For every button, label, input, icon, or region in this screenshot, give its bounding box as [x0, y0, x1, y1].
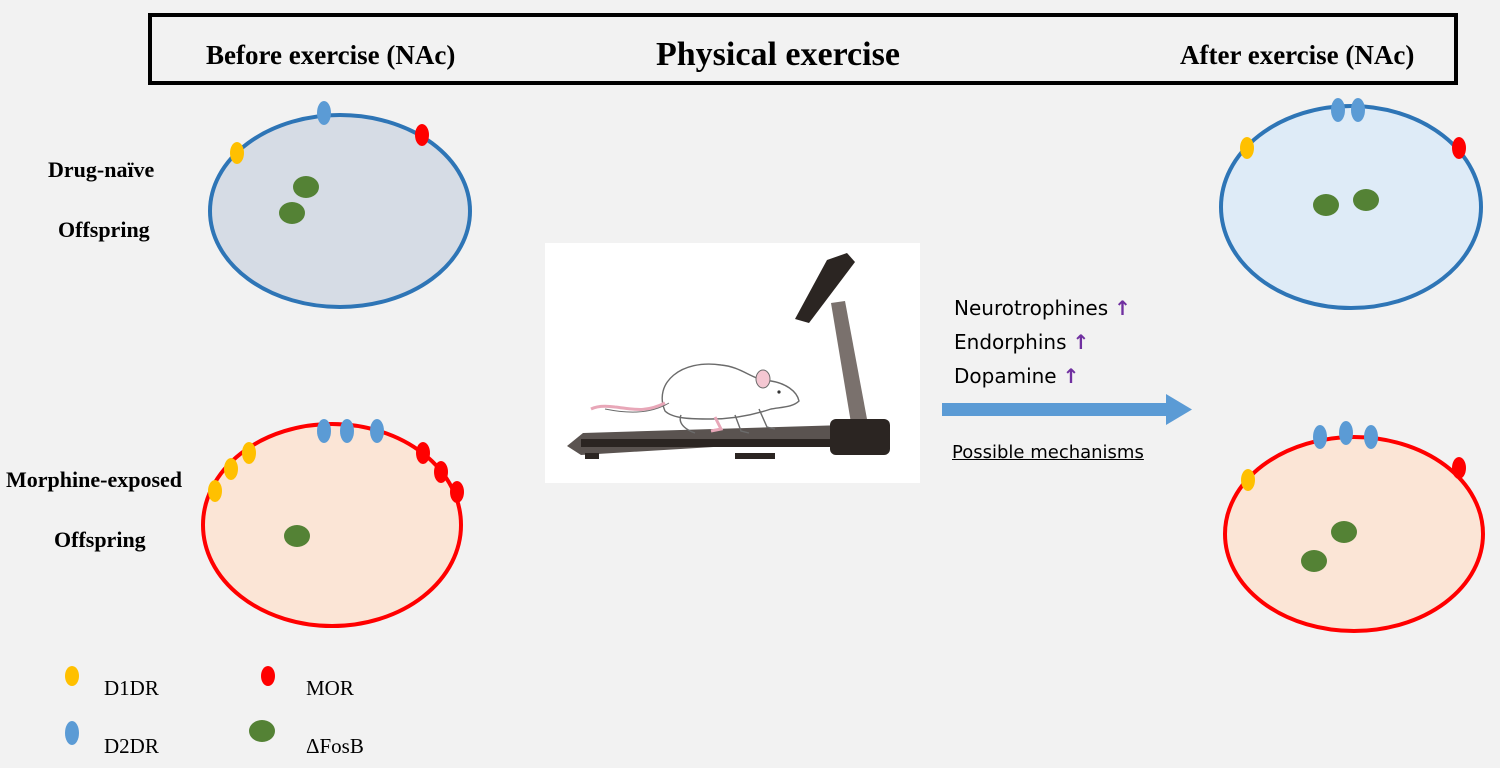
d1dr-receptor — [1240, 137, 1254, 159]
cell-membrane — [1219, 104, 1483, 310]
mechanism-label: Dopamine — [954, 364, 1057, 388]
mechanism-label: Neurotrophines — [954, 296, 1109, 320]
mor-receptor — [416, 442, 430, 464]
legend-fosb-marker — [249, 720, 275, 742]
cell-membrane — [201, 422, 463, 628]
physical-exercise-title: Physical exercise — [656, 36, 900, 73]
legend-mor-label: MOR — [306, 676, 354, 700]
increase-arrow-icon: ↑ — [1114, 296, 1131, 320]
d1dr-receptor — [1241, 469, 1255, 491]
fosb-marker — [279, 202, 305, 224]
d2dr-receptor — [1331, 98, 1345, 122]
d2dr-receptor — [317, 419, 331, 443]
naive-group-label-line1: Drug-naïve — [48, 157, 155, 182]
treadmill-illustration — [545, 243, 920, 483]
legend — [65, 666, 275, 745]
d2dr-receptor — [317, 101, 331, 125]
morphine-group-label-line1: Morphine-exposed — [6, 467, 182, 492]
d2dr-receptor — [1364, 425, 1378, 449]
fosb-marker — [1301, 550, 1327, 572]
fosb-marker — [284, 525, 310, 547]
legend-d2dr-label: D2DR — [104, 734, 159, 758]
cell-morphine-before — [201, 419, 464, 628]
mechanism-neurotrophines: Neurotrophines↑ — [954, 296, 1131, 320]
cell-naive-before — [208, 101, 472, 309]
mechanism-dopamine: Dopamine↑ — [954, 364, 1079, 388]
d2dr-receptor — [370, 419, 384, 443]
legend-d1dr-marker — [65, 666, 79, 686]
legend-d2dr-marker — [65, 721, 79, 745]
possible-mechanisms-caption: Possible mechanisms — [952, 442, 1144, 463]
fosb-marker — [293, 176, 319, 198]
d1dr-receptor — [224, 458, 238, 480]
legend-d1dr-label: D1DR — [104, 676, 159, 700]
mor-receptor — [415, 124, 429, 146]
legend-mor-marker — [261, 666, 275, 686]
mor-receptor — [1452, 137, 1466, 159]
d1dr-receptor — [230, 142, 244, 164]
naive-group-label-line2: Offspring — [58, 217, 150, 242]
d2dr-receptor — [1313, 425, 1327, 449]
mor-receptor — [450, 481, 464, 503]
before-exercise-title: Before exercise (NAc) — [206, 40, 456, 70]
mor-receptor — [434, 461, 448, 483]
d2dr-receptor — [340, 419, 354, 443]
cell-naive-after — [1219, 98, 1483, 310]
cell-membrane — [208, 113, 472, 309]
legend-fosb-label: ΔFosB — [306, 734, 364, 758]
mor-receptor — [1452, 457, 1466, 479]
d1dr-receptor — [242, 442, 256, 464]
fosb-marker — [1353, 189, 1379, 211]
header-frame — [148, 13, 1458, 85]
mechanism-endorphins: Endorphins↑ — [954, 330, 1089, 354]
d2dr-receptor — [1339, 421, 1353, 445]
cell-morphine-after — [1223, 421, 1485, 633]
after-exercise-title: After exercise (NAc) — [1180, 40, 1415, 70]
increase-arrow-icon: ↑ — [1072, 330, 1090, 354]
mechanism-label: Endorphins — [954, 330, 1067, 354]
process-arrow — [942, 394, 1192, 425]
fosb-marker — [1331, 521, 1357, 543]
d2dr-receptor — [1351, 98, 1365, 122]
d1dr-receptor — [208, 480, 222, 502]
increase-arrow-icon: ↑ — [1062, 364, 1080, 388]
morphine-group-label-line2: Offspring — [54, 527, 146, 552]
rat-on-treadmill-icon — [567, 253, 890, 459]
fosb-marker — [1313, 194, 1339, 216]
